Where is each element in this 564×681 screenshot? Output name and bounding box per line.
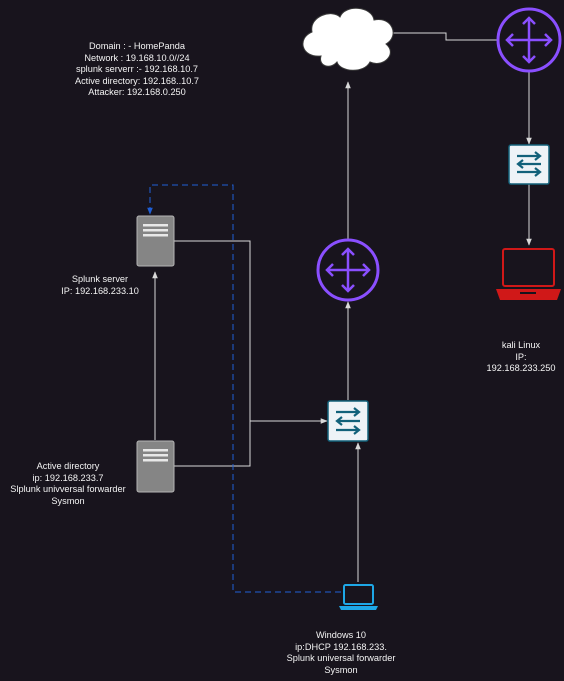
active-directory-forwarder: Slplunk univversal forwarder [10,484,126,494]
windows10-label: Windows 10 ip:DHCP 192.168.233. Splunk u… [275,630,407,676]
laptop-icon[interactable] [496,248,561,300]
info-active-directory: Active directory: 192.168..10.7 [74,75,200,86]
connector-splunk-to-switch [174,240,328,424]
windows10-sysmon: Sysmon [324,664,358,675]
connector-router-ext-to-cloud [374,30,497,41]
active-directory-label: Active directory ip: 192.168.233.7 Slplu… [2,461,134,507]
info-attacker: Attacker: 192.168.0.250 [88,87,186,97]
windows10-forwarder: Splunk universal forwarder [286,653,396,663]
cloud-icon[interactable] [302,7,394,71]
network-info-text: Domain : - HomePanda Network : 19.168.10… [61,41,213,99]
info-domain: Domain : - HomePanda [88,41,185,51]
windows10-name: Windows 10 [315,630,367,640]
laptop-icon[interactable] [339,584,378,610]
active-directory-ip: ip: 192.168.233.7 [32,472,104,483]
router-icon[interactable] [316,238,380,302]
kali-linux-name: kali Linux [501,340,541,350]
switch-icon[interactable] [327,400,369,442]
active-directory-name: Active directory [36,461,100,471]
router-icon[interactable] [496,7,562,73]
connector-ad-to-switch [174,421,251,467]
splunk-server-ip: IP: 192.168.233.10 [61,285,139,296]
connectors [152,30,532,582]
kali-linux-ip-label: IP: [515,351,527,362]
splunk-server-label: Splunk server IP: 192.168.233.10 [35,274,165,297]
windows10-ip: ip:DHCP 192.168.233. [295,641,387,652]
info-network: Network : 19.168.10.0//24 [84,52,190,63]
splunk-server-name: Splunk server [71,274,129,284]
kali-linux-ip: 192.168.233.250 [486,363,556,373]
active-directory-sysmon: Sysmon [51,495,85,506]
server-icon[interactable] [136,440,175,493]
info-splunk: splunk serverr :- 192.168.10.7 [75,64,199,74]
server-icon[interactable] [136,215,175,267]
kali-linux-label: kali Linux IP: 192.168.233.250 [478,340,564,375]
switch-icon[interactable] [508,144,550,185]
dashed-log-link [147,184,341,593]
